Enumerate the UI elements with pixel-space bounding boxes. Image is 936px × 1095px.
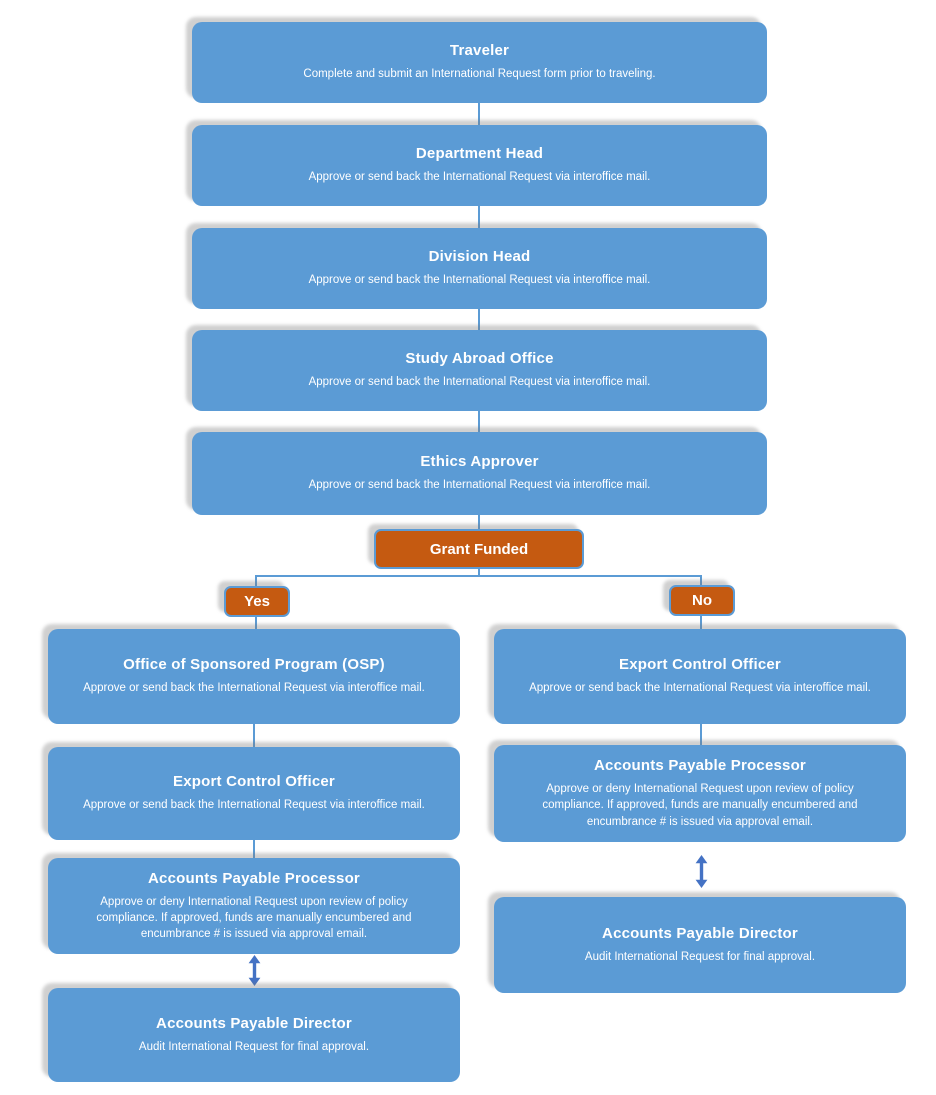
step-title: Department Head — [415, 145, 544, 163]
step-box-ap-processor-yes: Accounts Payable Processor Approve or de… — [48, 858, 460, 954]
step-title: Ethics Approver — [420, 453, 539, 471]
connector-line — [255, 575, 257, 586]
double-arrow-icon — [245, 955, 263, 986]
connector-line — [253, 724, 255, 747]
connector-line — [253, 840, 255, 858]
connector-line — [478, 309, 480, 330]
connector-line — [478, 103, 480, 125]
step-title: Export Control Officer — [173, 773, 335, 791]
step-title: Accounts Payable Director — [602, 924, 798, 942]
step-box-ap-director-yes: Accounts Payable Director Audit Internat… — [48, 988, 460, 1082]
step-desc: Approve or send back the International R… — [308, 376, 651, 389]
step-desc: Complete and submit an International Req… — [303, 68, 656, 81]
step-title: Accounts Payable Processor — [594, 757, 806, 775]
step-desc: Approve or send back the International R… — [308, 479, 651, 492]
step-box-study-abroad-office: Study Abroad Office Approve or send back… — [192, 330, 767, 411]
connector-line — [478, 411, 480, 432]
connector-line — [478, 569, 480, 576]
step-box-ap-processor-no: Accounts Payable Processor Approve or de… — [494, 745, 906, 842]
step-desc: Approve or send back the International R… — [308, 274, 651, 287]
step-title: Accounts Payable Director — [156, 1014, 352, 1032]
connector-line — [700, 575, 702, 585]
connector-line — [478, 206, 480, 228]
step-box-ethics-approver: Ethics Approver Approve or send back the… — [192, 432, 767, 515]
step-desc: Approve or send back the International R… — [308, 171, 651, 184]
branch-label-no: No — [669, 585, 735, 616]
step-title: Division Head — [428, 248, 531, 266]
double-arrow-icon — [692, 855, 710, 888]
branch-label-yes: Yes — [224, 586, 290, 617]
step-box-ap-director-no: Accounts Payable Director Audit Internat… — [494, 897, 906, 993]
connector-line — [478, 515, 480, 529]
step-title: Export Control Officer — [619, 656, 781, 674]
decision-grant-funded: Grant Funded — [374, 529, 584, 569]
step-desc: Approve or deny International Request up… — [96, 895, 412, 941]
decision-label: Grant Funded — [429, 540, 529, 558]
step-box-department-head: Department Head Approve or send back the… — [192, 125, 767, 206]
connector-line — [255, 617, 257, 629]
step-box-export-control-officer-no: Export Control Officer Approve or send b… — [494, 629, 906, 724]
step-box-osp: Office of Sponsored Program (OSP) Approv… — [48, 629, 460, 724]
step-desc: Audit International Request for final ap… — [138, 1040, 370, 1053]
connector-line — [700, 616, 702, 629]
step-box-export-control-officer-yes: Export Control Officer Approve or send b… — [48, 747, 460, 840]
connector-line — [256, 575, 702, 577]
step-box-division-head: Division Head Approve or send back the I… — [192, 228, 767, 309]
step-box-traveler: Traveler Complete and submit an Internat… — [192, 22, 767, 103]
step-title: Accounts Payable Processor — [148, 869, 360, 887]
step-desc: Approve or send back the International R… — [529, 682, 871, 695]
no-label: No — [692, 592, 712, 609]
step-desc: Approve or deny International Request up… — [542, 783, 858, 828]
step-desc: Approve or send back the International R… — [83, 799, 425, 812]
yes-label: Yes — [244, 593, 270, 610]
step-desc: Approve or send back the International R… — [83, 682, 425, 695]
step-desc: Audit International Request for final ap… — [584, 950, 816, 963]
step-title: Study Abroad Office — [405, 350, 554, 368]
connector-line — [700, 724, 702, 745]
step-title: Office of Sponsored Program (OSP) — [123, 656, 385, 674]
step-title: Traveler — [449, 42, 510, 60]
